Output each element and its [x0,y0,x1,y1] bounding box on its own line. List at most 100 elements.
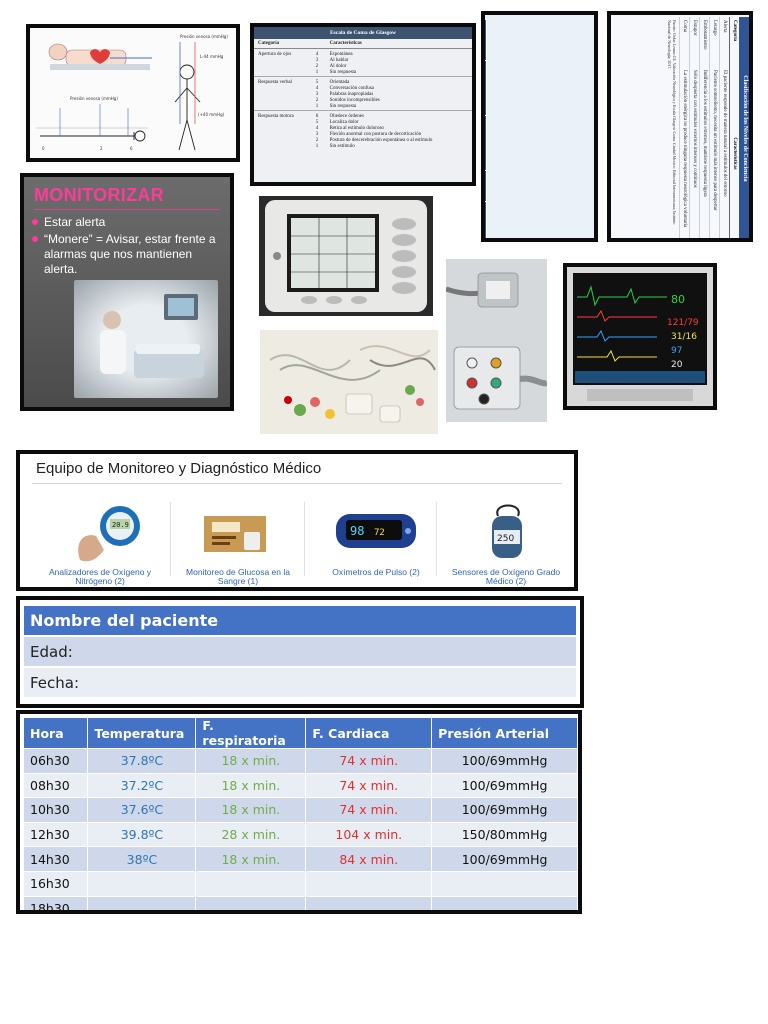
classification-description: Paciente somnoliento, necesita un estímu… [709,67,720,238]
heart-rate-cell[interactable] [305,870,433,897]
temperature-cell[interactable] [87,895,197,910]
glasgow-header-category: Categoría [254,39,312,49]
temperature-cell[interactable]: 38ºC [87,846,197,872]
svg-text:72: 72 [374,528,385,538]
classification-category: Letargo [709,17,720,67]
equipment-item-oxygen-analyzer[interactable]: 20.9 Analizadores de Oxígeno y Nitrógeno… [34,502,166,587]
blood-pressure-cell[interactable]: 100/69mmHg [431,748,578,774]
temperature-cell[interactable]: 37.2ºC [87,772,197,798]
glasgow-score: 5 [315,120,319,125]
heart-rate-cell[interactable]: 104 x min. [305,821,433,847]
heart-rate-cell[interactable] [305,895,433,910]
respiratory-rate-cell[interactable] [195,870,307,897]
temperature-cell[interactable]: 37.6ºC [87,797,197,823]
points-header-cell: 2 PUNTOS [485,60,487,116]
heart-rate-cell[interactable]: 84 x min. [305,846,433,872]
glasgow-score: 3 [315,92,319,97]
equipment-caption[interactable]: Oxímetros de Pulso (2) [332,567,420,577]
blood-pressure-cell[interactable]: 100/69mmHg [431,846,578,872]
equipment-item-oxygen-sensor[interactable]: 250 Sensores de Oxígeno Grado Médico (2) [440,502,572,587]
classification-description: La estimulación enérgica no produce ning… [679,67,690,238]
vital-signs-row: 18h30 [24,895,578,910]
temperature-cell[interactable] [87,870,197,897]
vital-signs-row: 16h30 [24,870,578,897]
blood-pressure-cell[interactable]: 150/80mmHg [431,821,578,847]
pressure-label-minus: L-44 mmHg [200,54,224,59]
glasgow-score: 4 [311,48,326,58]
bullet-icon [32,219,38,225]
svg-text:20.9: 20.9 [112,521,129,529]
hour-cell: 08h30 [24,772,89,798]
heart-rate-cell[interactable]: 74 x min. [305,748,433,774]
glasgow-score: 3 [315,132,319,137]
glasgow-characteristic: Espontánea [325,48,472,58]
equipment-item-glucose-monitor[interactable]: Monitoreo de Glucosa en la Sangre (1) [172,502,304,587]
header-hora: Hora [24,718,89,749]
glasgow-category: Apertura de ojos [254,48,312,58]
glasgow-score: 1 [315,104,319,109]
glasgow-characteristic: Flexión anormal con postura de decortica… [329,132,422,137]
heart-rate-cell[interactable]: 74 x min. [305,797,433,823]
pulse-oximeter-icon: 98 72 [336,514,416,548]
equipment-item-pulse-oximeter[interactable]: 98 72 Oxímetros de Pulso (2) [310,502,442,587]
header-presion-arterial: Presión Arterial [431,718,578,749]
glasgow-table: Categoría Características Apertura de oj… [254,39,472,150]
venous-pressure-illustration: Presión venosa (mmHg) L-44 mmHg (+40 mmH… [30,28,236,158]
glasgow-score: 3 [315,58,319,63]
venous-pressure-diagram: Presión venosa (mmHg) L-44 mmHg (+40 mmH… [26,24,240,162]
points-table-rotated: 4 PUNTOS3 PUNTOS2 PUNTOS1 PUNTOEstado fí… [481,11,598,242]
glasgow-characteristic: Conversación confusa [329,86,374,91]
equipment-caption[interactable]: Analizadores de Oxígeno y Nitrógeno (2) [48,567,152,586]
hour-cell: 14h30 [24,846,89,872]
age-field[interactable]: Edad: [24,637,576,666]
glasgow-header-characteristics: Características [325,39,472,49]
equipment-title: Equipo de Monitoreo y Diagnóstico Médico [36,460,322,477]
heart-rate-cell[interactable]: 74 x min. [305,772,433,798]
blood-pressure-cell[interactable] [431,870,578,897]
svg-text:31/16: 31/16 [671,332,697,342]
header-frecuencia-cardiaca: F. Cardiaca [305,718,433,749]
date-field[interactable]: Fecha: [24,668,576,697]
equipment-separator [304,502,305,576]
points-header-cell: 4 PUNTOS [485,170,487,202]
pressure-label-top: Presión venosa (mmHg) [180,34,228,39]
equipment-caption[interactable]: Monitoreo de Glucosa en la Sangre (1) [186,567,290,586]
respiratory-rate-cell[interactable]: 18 x min. [195,748,307,774]
glasgow-header-score [311,39,326,49]
equipment-caption[interactable]: Sensores de Oxígeno Grado Médico (2) [451,567,561,586]
temperature-cell[interactable]: 37.8ºC [87,748,197,774]
title-underline [34,209,220,210]
equipment-title-rule [32,483,562,484]
axis-label-6: 6 [130,146,133,151]
temperature-cell[interactable]: 39.8ºC [87,821,197,847]
svg-text:20: 20 [671,360,683,370]
nurse-monitoring-photo [74,280,218,398]
blood-pressure-cell[interactable] [431,895,578,910]
patient-name-field[interactable]: Nombre del paciente [24,606,576,635]
bullet-icon [32,236,38,242]
classification-header-cell: Características [729,67,739,238]
respiratory-rate-cell[interactable]: 28 x min. [195,821,307,847]
blood-pressure-cell[interactable]: 100/69mmHg [431,797,578,823]
respiratory-rate-cell[interactable] [195,895,307,910]
respiratory-rate-cell[interactable]: 18 x min. [195,797,307,823]
glasgow-characteristic: Sin respuesta [329,70,357,75]
glasgow-score: 2 [315,64,319,69]
vital-signs-table: Hora Temperatura F. respiratoria F. Card… [24,718,578,910]
bullet-text: “Monere” = Avisar, estar frente a alarma… [44,232,216,276]
axis-label-2: 2 [100,146,103,151]
respiratory-rate-cell[interactable]: 18 x min. [195,772,307,798]
glasgow-score: 2 [315,98,319,103]
blood-pressure-cell[interactable]: 100/69mmHg [431,772,578,798]
classification-category: Coma [679,17,690,67]
respiratory-rate-cell[interactable]: 18 x min. [195,846,307,872]
points-table: 4 PUNTOS3 PUNTOS2 PUNTOS1 PUNTOEstado fí… [485,19,487,238]
